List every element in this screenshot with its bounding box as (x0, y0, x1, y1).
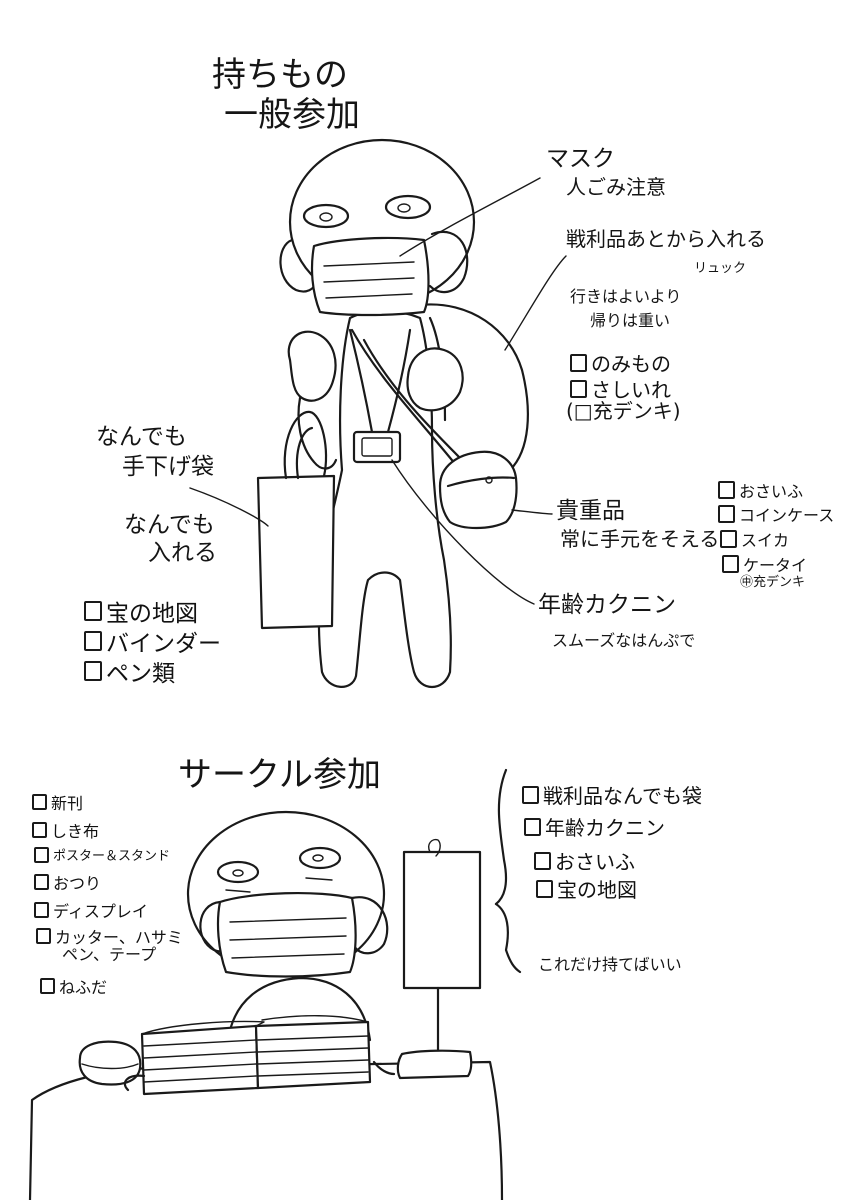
tote-note-line2: 入れる (148, 540, 217, 566)
pouch-item: おさいふ (718, 478, 803, 502)
circle-right-item: おさいふ (534, 846, 635, 875)
pouch-extra: ㊥充デンキ (740, 575, 806, 590)
backpack-item-label: さしいれ (591, 378, 671, 402)
checkbox-icon (40, 978, 55, 994)
checkbox-icon (524, 817, 541, 836)
tote-item-label: バインダー (106, 631, 221, 657)
circle-left-item: しき布 (32, 818, 99, 842)
circle-left-item: 新刊 (32, 790, 83, 814)
lanyard-label: 年齢カクニン (538, 592, 676, 618)
tote-item-label: ペン類 (106, 661, 175, 687)
checkbox-icon (570, 379, 587, 398)
circle-left-item: ねふだ (40, 974, 107, 998)
tote-item: バインダー (84, 624, 221, 658)
backpack-item: のみもの (570, 348, 671, 377)
backpack-optional-item: (□充デンキ) (566, 399, 681, 423)
checkbox-icon (718, 505, 735, 523)
circle-left-item-cont: ペン、テープ (62, 945, 157, 964)
circle-title: サークル参加 (178, 755, 381, 795)
circle-left-item-label: ディスプレイ (53, 902, 148, 921)
circle-left-item: おつり (34, 870, 101, 894)
tote-item-label: 宝の地図 (106, 601, 198, 627)
backpack-sublabel: リュック (694, 261, 747, 276)
circle-right-item-label: おさいふ (555, 850, 635, 874)
circle-right-item-label: 戦利品なんでも袋 (543, 784, 702, 808)
circle-right-item-label: 年齢カクニン (545, 816, 665, 840)
checkbox-icon (522, 785, 539, 804)
circle-left-item: ディスプレイ (34, 898, 148, 922)
checkbox-icon (84, 601, 102, 621)
circle-left-item: ポスター＆スタンド (34, 845, 170, 864)
backpack-note-line2: 帰りは重い (590, 311, 671, 330)
circle-left-item-label: ねふだ (59, 978, 108, 997)
pouch-item: ケータイ (722, 552, 807, 576)
pouch-item-label: ケータイ (743, 556, 808, 575)
mask-label: マスク (546, 146, 615, 172)
circle-right-item-label: 宝の地図 (557, 878, 637, 902)
tote-label-line2: 手下げ袋 (122, 454, 214, 480)
pouch-item: コインケース (718, 502, 834, 526)
circle-left-item-label: 新刊 (51, 794, 84, 813)
circle-summary: これだけ持てばいい (538, 955, 682, 974)
pouch-label-line2: 常に手元をそえる (560, 527, 720, 551)
general-figure-drawing (189, 138, 567, 688)
checkbox-icon (718, 481, 735, 499)
circle-left-item-label: しき布 (51, 822, 100, 841)
backpack-label: 戦利品あとから入れる (566, 227, 766, 251)
backpack-note-line1: 行きはよいより (570, 287, 682, 306)
tote-item: 宝の地図 (84, 594, 198, 628)
checkbox-icon (570, 353, 587, 372)
tote-note-line1: なんでも (124, 512, 215, 538)
checkbox-icon (536, 879, 553, 898)
backpack-item: さしいれ (570, 374, 671, 403)
pouch-item-label: おさいふ (739, 482, 804, 501)
checkbox-icon (720, 530, 737, 548)
pouch-item: スイカ (720, 527, 789, 551)
backpack-item-label: のみもの (591, 352, 671, 376)
circle-left-item-label: ポスター＆スタンド (53, 849, 171, 864)
circle-right-item: 年齢カクニン (524, 812, 665, 841)
circle-left-item: カッター、ハサミ (36, 924, 183, 948)
checkbox-icon (36, 928, 51, 944)
checkbox-icon (34, 846, 49, 863)
tote-label-line1: なんでも (96, 424, 187, 450)
checkbox-icon (32, 794, 47, 810)
circle-right-item: 戦利品なんでも袋 (522, 780, 702, 809)
general-title-line1: 持ちもの (212, 55, 348, 95)
tote-item: ペン類 (84, 654, 175, 688)
checkbox-icon (34, 874, 49, 890)
lanyard-note: スムーズなはんぷで (552, 631, 696, 650)
checkbox-icon (84, 661, 102, 681)
mask-note: 人ごみ注意 (566, 175, 666, 199)
checkbox-icon (32, 822, 47, 838)
pouch-item-label: スイカ (741, 531, 790, 550)
circle-right-item: 宝の地図 (536, 874, 637, 903)
pouch-item-label: コインケース (739, 506, 835, 525)
checkbox-icon (722, 555, 739, 573)
checkbox-icon (34, 902, 49, 918)
checkbox-icon (84, 631, 102, 651)
circle-left-item-label: カッター、ハサミ (55, 928, 183, 947)
circle-left-item-label: おつり (53, 874, 102, 893)
circle-figure-drawing (28, 768, 522, 1200)
general-title-line2: 一般参加 (224, 95, 360, 135)
pouch-label-line1: 貴重品 (556, 498, 625, 524)
checkbox-icon (534, 851, 551, 870)
